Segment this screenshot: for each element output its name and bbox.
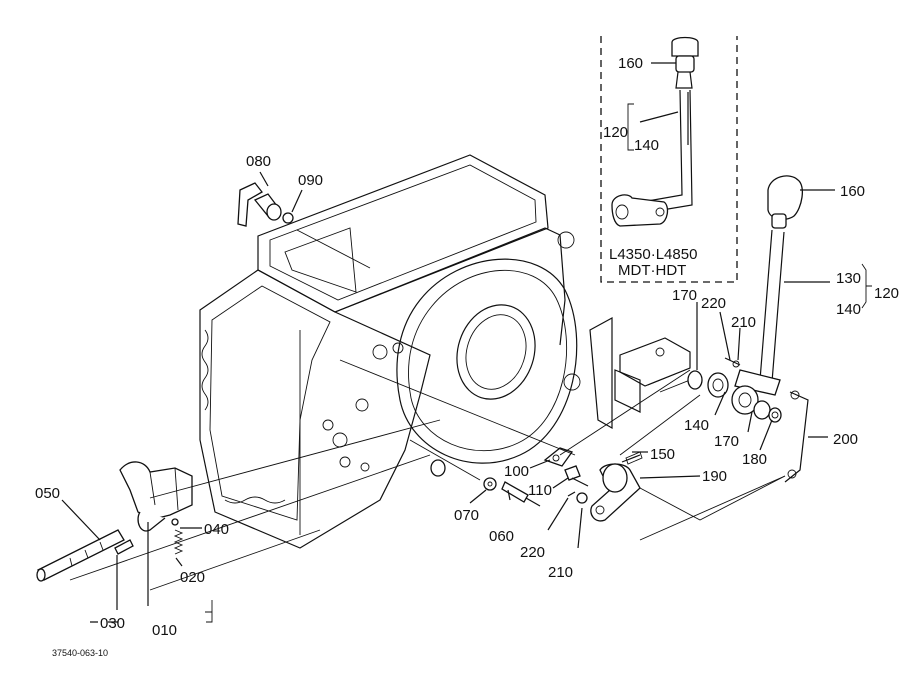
label-220-top: 220 xyxy=(701,295,726,312)
leader-lines xyxy=(61,92,872,623)
label-040: 040 xyxy=(204,521,229,538)
figure-code: 37540-063-10 xyxy=(52,648,108,658)
label-120: 120 xyxy=(874,285,899,302)
label-020: 020 xyxy=(180,569,205,586)
label-100: 100 xyxy=(504,463,529,480)
bolts xyxy=(430,459,541,507)
part-labels: 080 090 160 120 140 L4350·L4850 MDT·HDT … xyxy=(35,55,899,658)
label-010: 010 xyxy=(152,622,177,639)
label-210-top: 210 xyxy=(731,314,756,331)
label-090: 090 xyxy=(298,172,323,189)
label-140: 140 xyxy=(836,301,861,318)
label-190: 190 xyxy=(702,468,727,485)
label-170-top: 170 xyxy=(672,287,697,304)
label-160: 160 xyxy=(840,183,865,200)
label-200: 200 xyxy=(833,431,858,448)
inset-title-line1: L4350·L4850 xyxy=(609,246,697,263)
label-130: 130 xyxy=(836,270,861,287)
inset-variant-box xyxy=(600,36,738,283)
inset-label-120: 120 xyxy=(603,124,628,141)
inset-label-160: 160 xyxy=(618,55,643,72)
inset-label-140: 140 xyxy=(634,137,659,154)
label-140-lower: 140 xyxy=(684,417,709,434)
shift-fork-assembly xyxy=(36,461,193,582)
label-180: 180 xyxy=(742,451,767,468)
label-220-lower: 220 xyxy=(520,544,545,561)
shift-lever xyxy=(734,175,804,396)
label-170-lower: 170 xyxy=(714,433,739,450)
small-parts xyxy=(543,447,589,504)
label-110: 110 xyxy=(528,482,552,499)
shift-arm-190 xyxy=(590,451,643,522)
label-070: 070 xyxy=(454,507,479,524)
inset-title-line2: MDT·HDT xyxy=(618,262,686,279)
label-050: 050 xyxy=(35,485,60,502)
transmission-case xyxy=(199,154,581,549)
label-210-lower: 210 xyxy=(548,564,573,581)
bushings xyxy=(687,357,782,423)
shift-lever-bracket xyxy=(589,316,701,430)
label-030: 030 xyxy=(100,615,125,632)
detent-parts-080-090 xyxy=(237,182,294,227)
label-150: 150 xyxy=(650,446,675,463)
label-060: 060 xyxy=(489,528,514,545)
rod-200 xyxy=(784,390,809,483)
label-080: 080 xyxy=(246,153,271,170)
